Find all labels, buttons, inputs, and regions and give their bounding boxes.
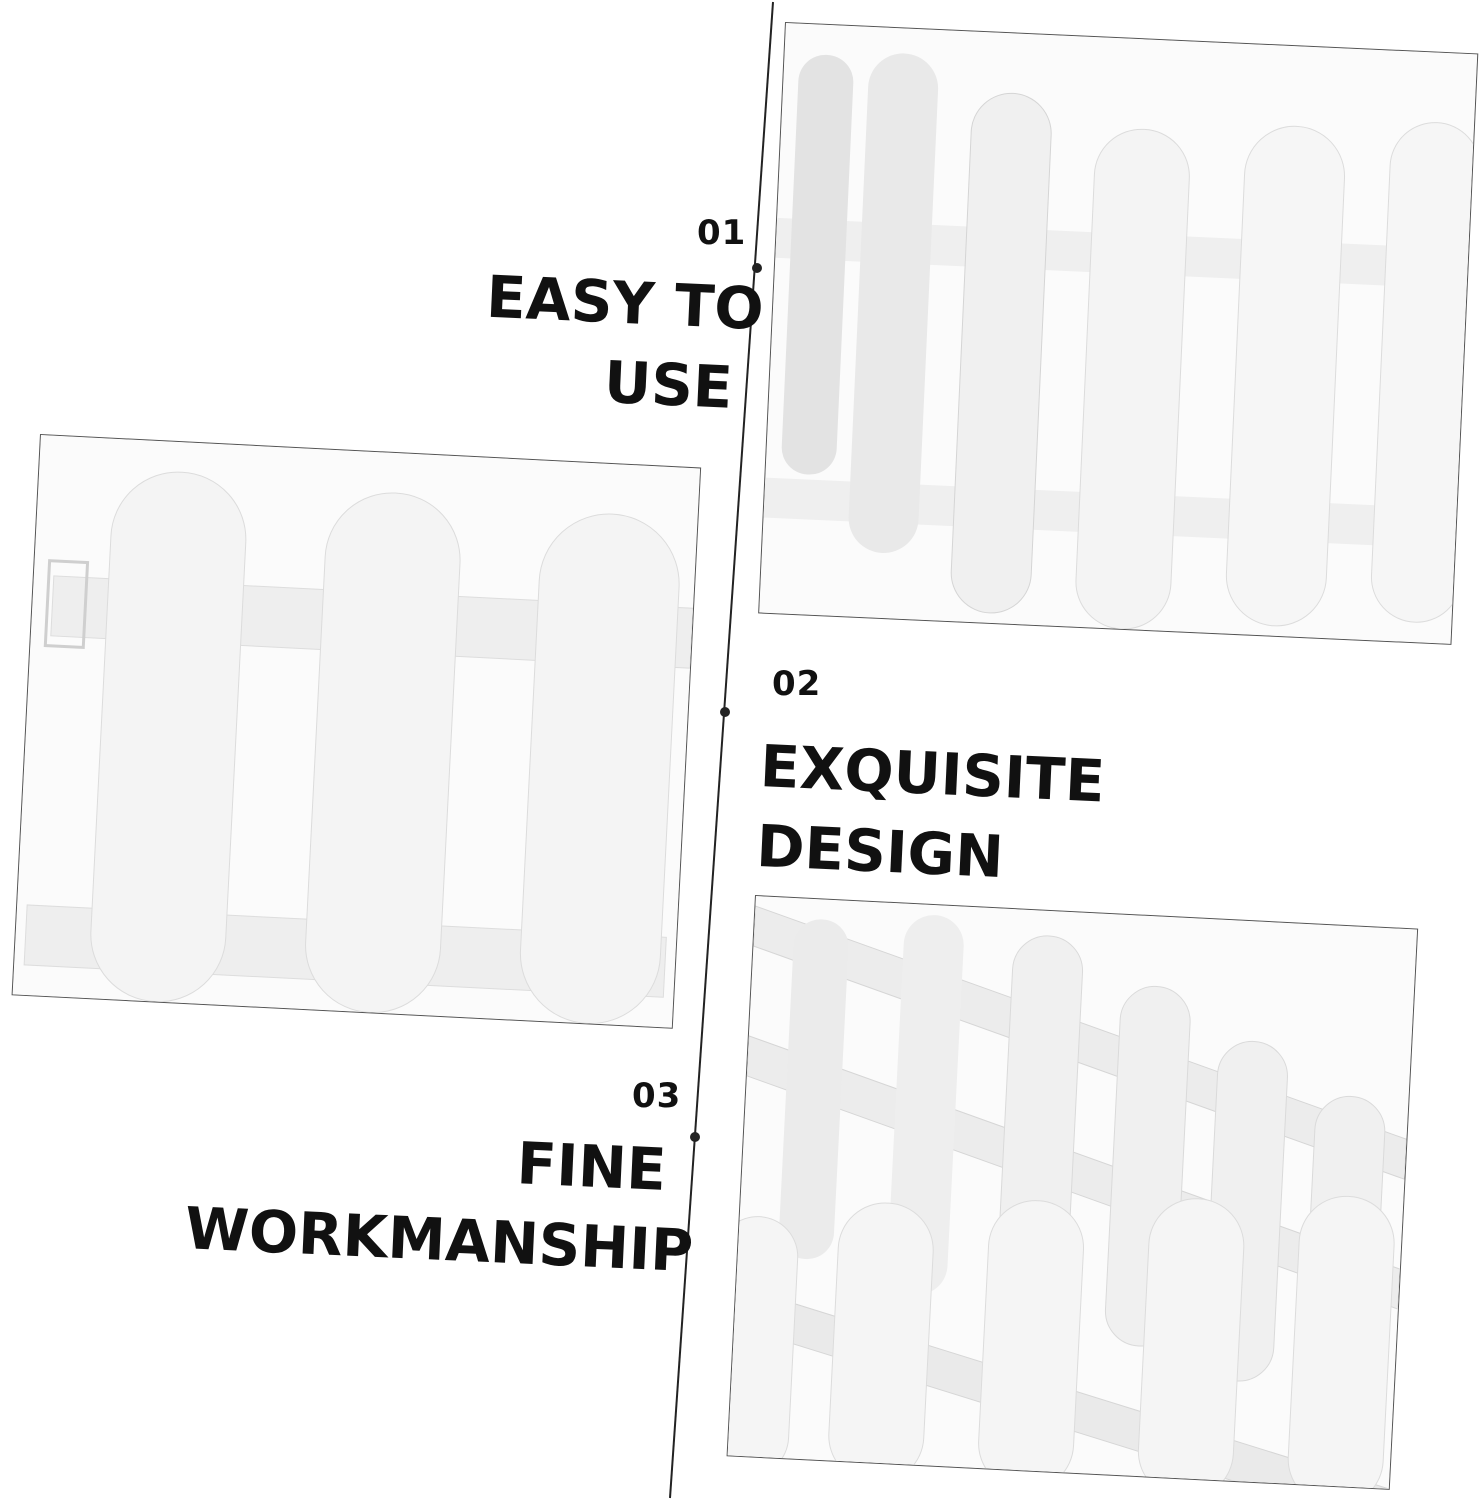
timeline-dot-02	[720, 707, 730, 717]
timeline-dot-03	[690, 1132, 700, 1142]
fence-photo-1	[758, 22, 1479, 645]
feature-title-fine-workmanship: FINE WORKMANSHIP	[183, 1108, 695, 1290]
feature-title-exquisite-design: EXQUISITE DESIGN	[755, 726, 1122, 902]
feature-title-line: USE	[602, 348, 735, 422]
fence-photo-3	[726, 895, 1419, 1490]
feature-title-line: EASY TO	[484, 262, 766, 344]
feature-number-02: 02	[772, 664, 822, 704]
feature-title-line: DESIGN	[755, 811, 1006, 892]
feature-number-01: 01	[697, 213, 747, 253]
fence-photo-2	[11, 434, 702, 1029]
feature-number-03: 03	[632, 1076, 682, 1116]
timeline-dot-01	[752, 263, 762, 273]
feature-title-easy-to-use: EASY TO USE	[481, 257, 766, 428]
